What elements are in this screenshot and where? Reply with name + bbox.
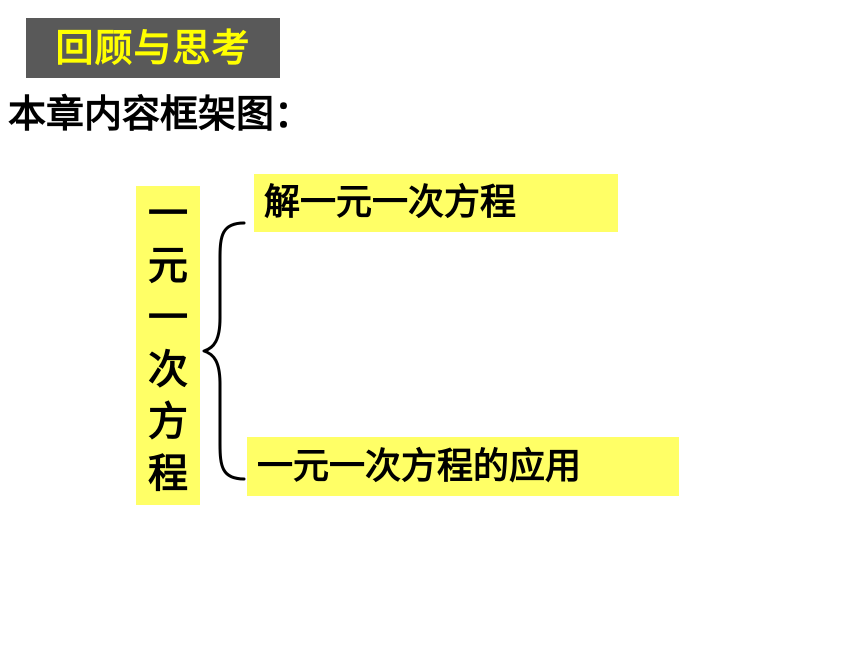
curly-brace bbox=[202, 221, 246, 481]
branch-application-label: 一元一次方程的应用 bbox=[257, 446, 582, 487]
branch-solve-label: 解一元一次方程 bbox=[264, 182, 517, 223]
section-heading: 本章内容框架图： bbox=[8, 92, 313, 136]
root-char: 一 bbox=[148, 295, 188, 341]
root-char: 次 bbox=[148, 347, 188, 393]
branch-application-box: 一元一次方程的应用 bbox=[247, 437, 679, 496]
root-char: 一 bbox=[148, 191, 188, 237]
review-tag: 回顾与思考 bbox=[26, 18, 280, 78]
root-box bbox=[136, 186, 200, 505]
branch-solve-box: 解一元一次方程 bbox=[254, 174, 618, 232]
root-char: 方 bbox=[148, 399, 188, 445]
root-label: 一 元 一 次 方 程 bbox=[136, 188, 200, 500]
root-char: 元 bbox=[148, 243, 188, 289]
root-char: 程 bbox=[148, 451, 188, 497]
